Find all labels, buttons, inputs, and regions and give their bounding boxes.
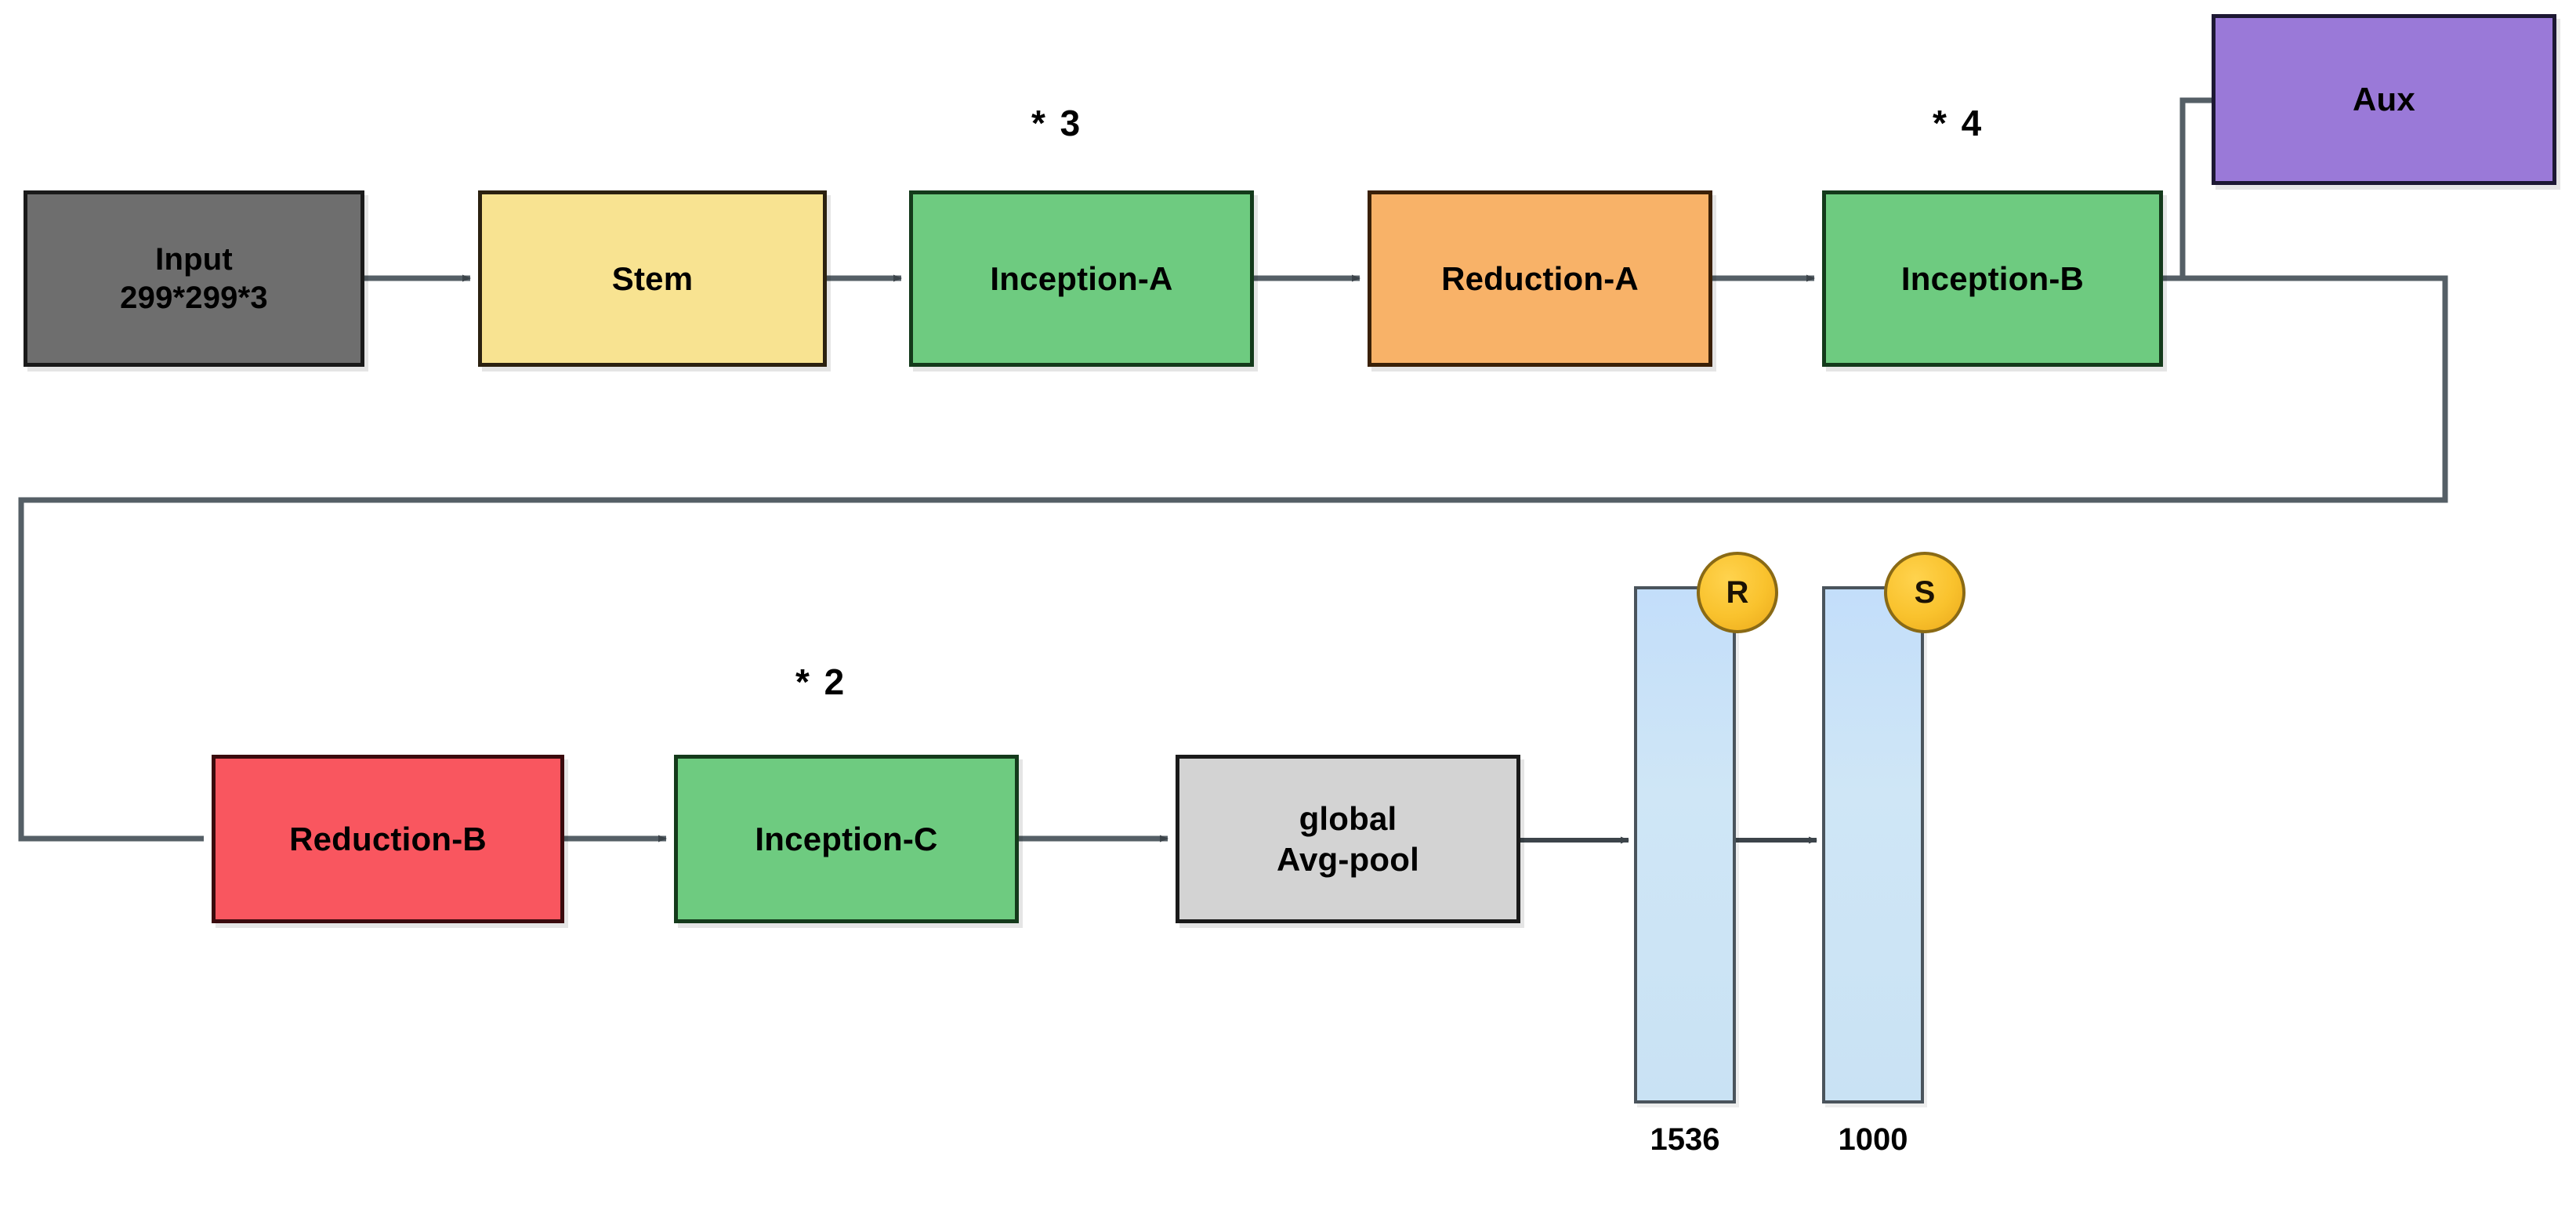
block-input[interactable]: Input 299*299*3 [24,190,364,367]
multiplier-inception-b: * 4 [1933,103,1984,143]
dense-bar-1000-size-label: 1000 [1838,1122,1908,1157]
block-aux-line1: Aux [2353,81,2415,118]
block-stem[interactable]: Stem [478,190,827,367]
block-reduction-a[interactable]: Reduction-A [1368,190,1712,367]
block-inception-b[interactable]: Inception-B [1822,190,2163,367]
block-inception-a-line1: Inception-A [990,259,1173,297]
block-global-avg-pool-line1: global [1299,800,1397,838]
dense-bar-1000[interactable] [1822,586,1924,1103]
block-inception-a[interactable]: Inception-A [909,190,1254,367]
block-global-avg-pool[interactable]: global Avg-pool [1176,755,1520,923]
multiplier-inception-c: * 2 [795,661,847,702]
block-aux[interactable]: Aux [2212,14,2556,185]
block-input-line1: Input [155,241,233,277]
dense-bar-1536[interactable] [1634,586,1736,1103]
block-reduction-b-line1: Reduction-B [289,820,487,857]
block-avg-pool-line2: Avg-pool [1276,840,1419,878]
block-inception-c-line1: Inception-C [755,820,938,857]
wire-inception-b-to-aux [2179,97,2212,278]
block-input-line2: 299*299*3 [120,280,268,315]
block-reduction-b[interactable]: Reduction-B [212,755,564,923]
relu-badge-icon: R [1697,552,1778,633]
softmax-badge-icon: S [1884,552,1966,633]
dense-bar-1536-size-label: 1536 [1650,1122,1720,1157]
block-stem-line1: Stem [611,259,694,297]
block-inception-b-line1: Inception-B [1900,259,2085,297]
multiplier-inception-a: * 3 [1031,103,1083,143]
block-inception-c[interactable]: Inception-C [674,755,1019,923]
block-reduction-a-line1: Reduction-A [1441,259,1639,297]
